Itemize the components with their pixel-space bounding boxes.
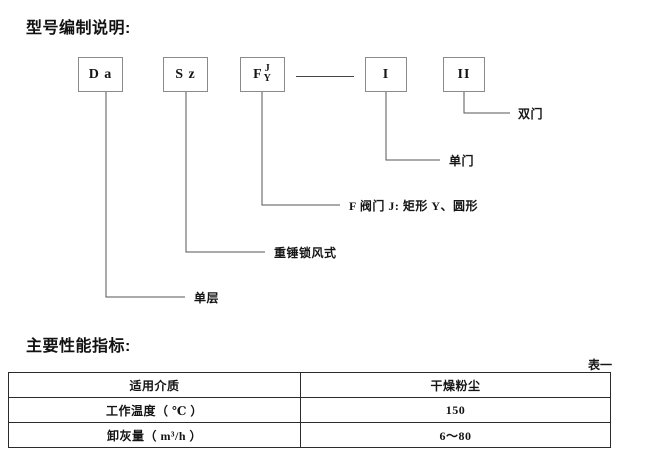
table-row: 适用介质 干燥粉尘 (8, 372, 611, 398)
table-row: 卸灰量（ m³/h ） 6～80 (8, 422, 611, 448)
page-title-performance: 主要性能指标: (26, 338, 131, 355)
table-cell-label: 适用介质 (8, 372, 301, 398)
performance-table: 适用介质 干燥粉尘 工作温度（ ℃ ） 150 卸灰量（ m³/h ） 6～80 (8, 372, 611, 448)
table-cell-value: 6～80 (300, 422, 611, 448)
table-cell-value: 150 (300, 397, 611, 423)
page-title-model-code: 型号编制说明: (26, 20, 131, 37)
code-box-sz: S z (163, 57, 208, 92)
code-box-sz-text: S z (175, 66, 196, 82)
code-box-f-numerator: J (264, 63, 271, 74)
leader-label-famen: F 阀门 J: 矩形 Y、圆形 (349, 199, 479, 213)
leader-label-shuangmen: 双门 (518, 107, 544, 121)
leader-label-danmen: 单门 (449, 154, 475, 168)
table-cell-label: 卸灰量（ m³/h ） (8, 422, 301, 448)
code-box-i-text: I (382, 66, 390, 82)
code-box-ii: II (443, 57, 485, 92)
table-cell-value: 干燥粉尘 (300, 372, 611, 398)
code-box-f-text: F (253, 66, 263, 82)
code-box-da: D a (78, 57, 123, 92)
code-box-f-denominator: Y (263, 72, 272, 84)
leader-label-zhongchui-suofengshi: 重锤锁风式 (274, 246, 337, 260)
leader-label-danceng: 单层 (194, 291, 220, 305)
connector-dash (296, 76, 354, 77)
table-row: 工作温度（ ℃ ） 150 (8, 397, 611, 423)
code-box-ii-text: II (457, 66, 471, 82)
code-box-da-text: D a (88, 66, 113, 82)
table-cell-label: 工作温度（ ℃ ） (8, 397, 301, 423)
table-caption: 表一 (587, 358, 612, 372)
code-box-i: I (365, 57, 407, 92)
